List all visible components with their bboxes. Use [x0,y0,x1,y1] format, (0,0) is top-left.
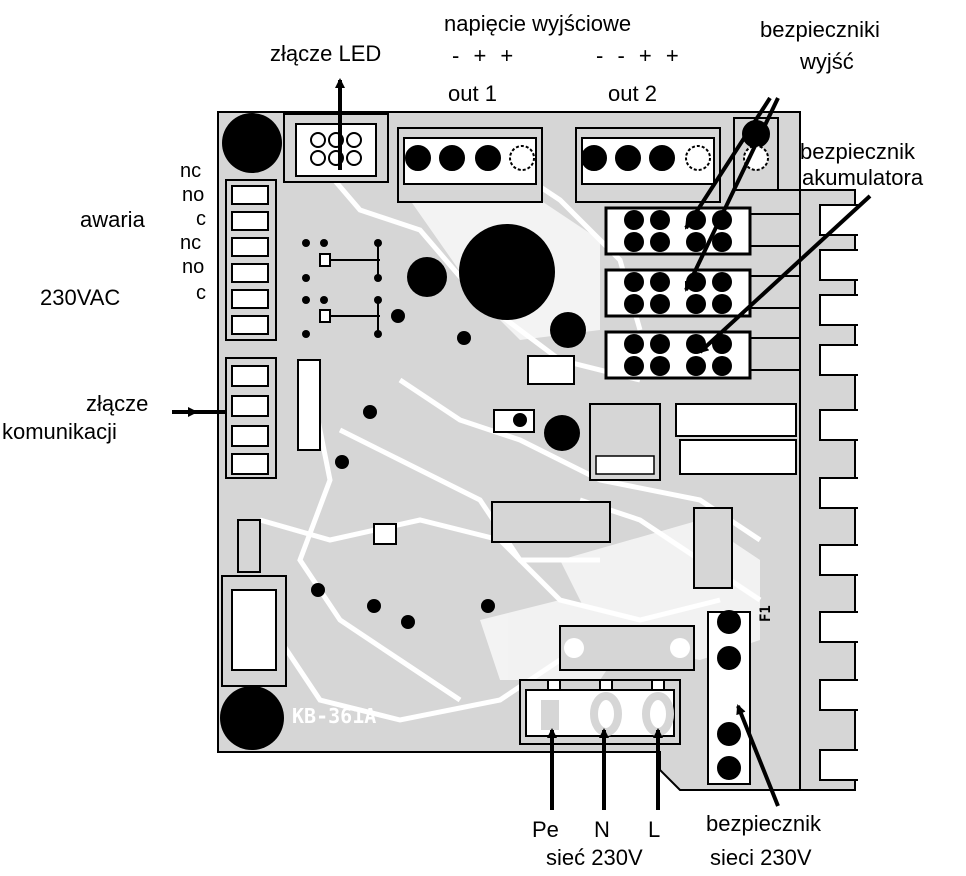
out1-polarity: - + + [452,43,518,68]
heatsink-fins [819,204,858,781]
mounting-hole [222,113,282,173]
relay-pin-label: c [196,282,206,304]
arrows [172,78,872,810]
mains-fuse-label-2: sieci 230V [710,845,812,870]
led-connector-body [283,113,389,183]
relay-pin-label: nc [180,232,202,254]
mains-fuse-label-1: bezpiecznik [706,811,821,836]
comm-connector-body [225,357,277,479]
mounting-hole [220,686,284,750]
out2-label: out 2 [608,81,657,106]
voltage-230vac-label: 230VAC [40,285,121,310]
led-connector-label: złącze LED [270,41,382,66]
comm-connector-label-2: komunikacji [2,419,117,444]
output-fuse-block [604,206,752,380]
failure-label: awaria [80,207,145,232]
capacitor [459,224,555,320]
out1-terminal [397,127,543,203]
out2-polarity: - - + + [596,43,683,68]
relay-terminal [225,179,277,341]
relay-pin-label: no [182,256,205,278]
l-label: L [648,817,661,842]
board-id: KB-361A [292,704,377,728]
comm-connector-label-1: złącze [86,391,149,416]
output-fuses-label-1: bezpieczniki [760,17,880,42]
battery-fuse-label-1: bezpiecznik [800,139,915,164]
mains-label: sieć 230V [546,845,643,870]
output-fuses-label-2: wyjść [800,49,854,74]
relay-pin-label: no [182,184,205,206]
n-label: N [594,817,610,842]
out1-label: out 1 [448,81,497,106]
relay-pin-label: nc [180,160,202,182]
out2-terminal [575,127,721,203]
fuse-id: F1 [758,605,774,622]
pe-label: Pe [532,817,559,842]
output-voltage-label: napięcie wyjściowe [444,11,632,36]
mains-fuse [707,610,751,785]
battery-fuse-label-2: akumulatora [802,165,924,190]
relay-pin-label: c [196,208,206,230]
vias [311,309,527,629]
